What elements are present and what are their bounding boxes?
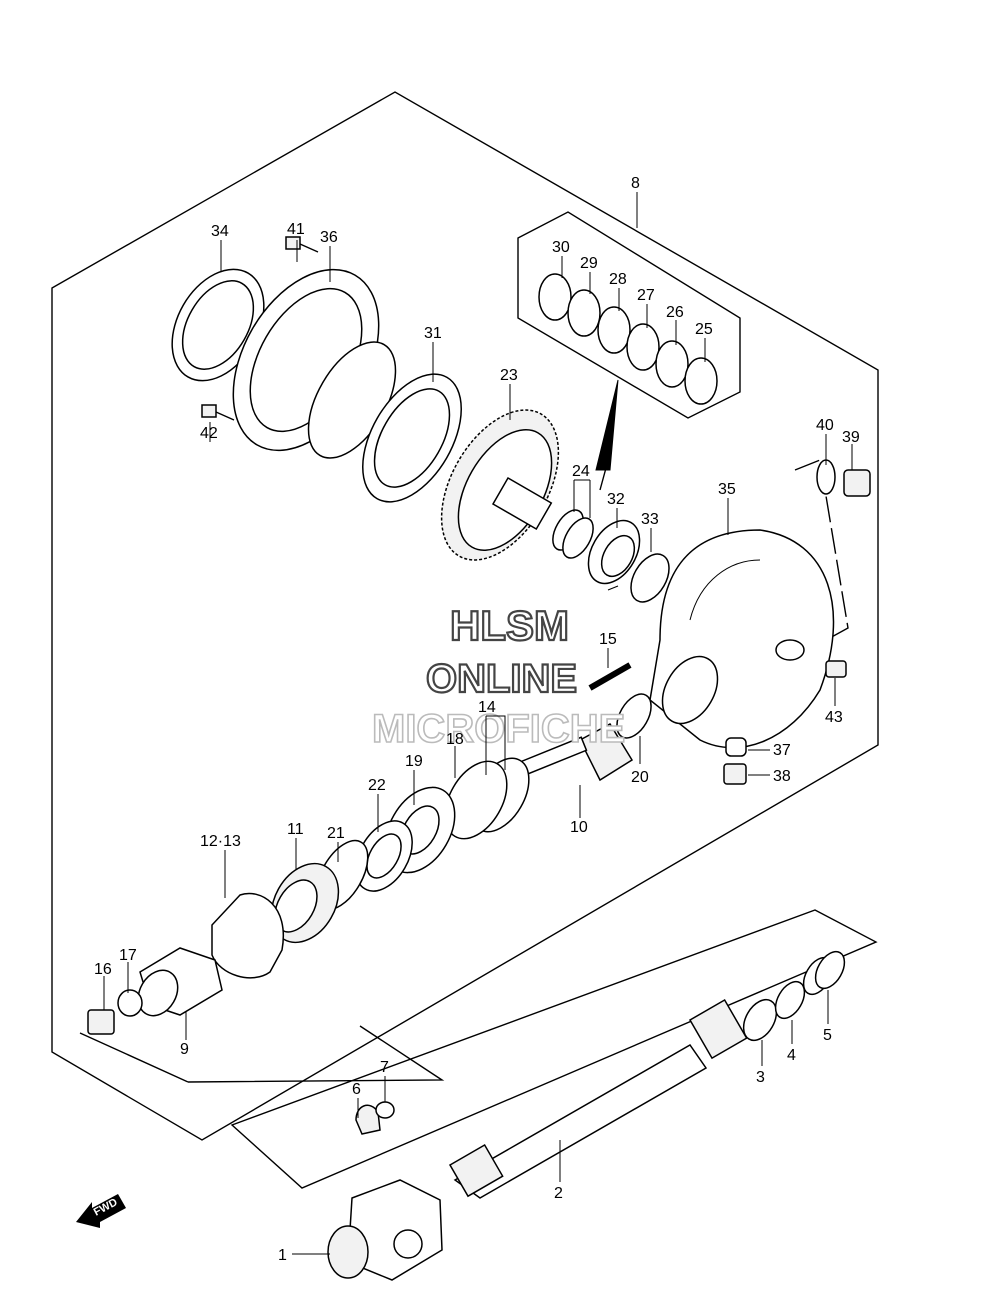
callout-5: 5 <box>823 1027 832 1044</box>
part-34-oil-seal <box>171 268 265 382</box>
part-20-bearing <box>616 693 652 739</box>
watermark-line1: HLSM <box>450 602 569 649</box>
part-39-plug <box>843 469 871 497</box>
callout-35: 35 <box>718 481 736 498</box>
part-16-nut <box>87 1009 115 1035</box>
part-24-shims <box>552 509 594 559</box>
callout-3: 3 <box>756 1069 765 1086</box>
bracket-small-parts <box>79 1025 445 1083</box>
part-38-plug <box>723 763 747 785</box>
callout-1: 1 <box>278 1247 287 1264</box>
callout-4: 4 <box>787 1047 796 1064</box>
part-41-bolt <box>285 236 319 253</box>
part-3-ring <box>742 998 778 1042</box>
leader-lines <box>103 192 853 1255</box>
callout-16: 16 <box>94 961 112 978</box>
callout-30: 30 <box>552 239 570 256</box>
part-37-seal <box>725 737 747 757</box>
fwd-direction-arrow: FWD <box>76 1194 126 1228</box>
callout-41: 41 <box>287 221 305 238</box>
callout-43: 43 <box>825 709 843 726</box>
part-12-13-gasket <box>211 892 285 979</box>
seal-rings-25-30 <box>538 273 718 405</box>
callout-2: 2 <box>554 1185 563 1202</box>
callout-23: 23 <box>500 367 518 384</box>
part-35-gear-housing <box>649 529 835 749</box>
callout-25: 25 <box>695 321 713 338</box>
part-6-cap-nut <box>355 1104 381 1135</box>
part-15-stud <box>588 662 632 691</box>
callout-34: 34 <box>211 223 229 240</box>
part-4-circlip <box>774 980 806 1020</box>
part-7-washer <box>375 1101 395 1119</box>
callout-31: 31 <box>424 325 442 342</box>
callout-42: 42 <box>200 425 218 442</box>
part-11-lock-nut <box>270 862 340 944</box>
callout-40: 40 <box>816 417 834 434</box>
seal-kit-box <box>517 211 741 419</box>
callout-21: 21 <box>327 825 345 842</box>
callout-6: 6 <box>352 1081 361 1098</box>
callout-38: 38 <box>773 768 791 785</box>
callout-7: 7 <box>380 1059 389 1076</box>
part-40-washer <box>816 459 836 495</box>
callout-8: 8 <box>631 175 640 192</box>
callout-33: 33 <box>641 511 659 528</box>
part-2-drive-shaft <box>448 998 748 1199</box>
part-23-ring-gear <box>440 409 560 561</box>
watermark: HLSM ONLINE MICROFICHE <box>371 601 626 752</box>
callout-11: 11 <box>287 821 304 838</box>
watermark-line2: ONLINE <box>426 657 577 701</box>
callout-19: 19 <box>405 753 423 770</box>
kit-pointer-arrow <box>595 379 619 471</box>
callout-32: 32 <box>607 491 625 508</box>
callout-27: 27 <box>637 287 655 304</box>
callout-14: 14 <box>478 699 496 716</box>
callout-17: 17 <box>119 947 137 964</box>
part-42-bolt <box>201 404 235 421</box>
part-17-washer <box>117 989 143 1017</box>
callout-10: 10 <box>570 819 588 836</box>
part-22-seal <box>355 820 413 892</box>
part-1-universal-joint <box>327 1179 443 1281</box>
callout-24: 24 <box>572 463 590 480</box>
callout-37: 37 <box>773 742 791 759</box>
part-33-ring <box>630 553 670 603</box>
callout-18: 18 <box>446 731 464 748</box>
callout-39: 39 <box>842 429 860 446</box>
part-10-pinion-gear <box>519 723 634 782</box>
kit-pointer-line <box>599 467 607 491</box>
callout-28: 28 <box>609 271 627 288</box>
part-9-bushing <box>137 947 223 1017</box>
part-14-18-rings <box>444 757 530 840</box>
callout-15: 15 <box>599 631 617 648</box>
part-43-plug <box>825 660 847 678</box>
part-32-needle-bearing <box>587 519 641 585</box>
callout-12-13: 12·13 <box>200 833 241 850</box>
callout-36: 36 <box>320 229 338 246</box>
driveshaft-boundary <box>230 909 878 1189</box>
part-31-bearing <box>307 341 462 503</box>
callout-9: 9 <box>180 1041 189 1058</box>
watermark-line3: MICROFICHE <box>372 707 625 751</box>
part-5-spring-rings <box>802 950 846 996</box>
callout-26: 26 <box>666 304 684 321</box>
callout-22: 22 <box>368 777 386 794</box>
callout-numbers: 1 2 3 4 5 6 7 8 9 10 11 12·13 14 15 16 1… <box>94 175 860 1264</box>
callout-29: 29 <box>580 255 598 272</box>
main-assembly-boundary <box>51 91 879 1141</box>
callout-20: 20 <box>631 769 649 786</box>
